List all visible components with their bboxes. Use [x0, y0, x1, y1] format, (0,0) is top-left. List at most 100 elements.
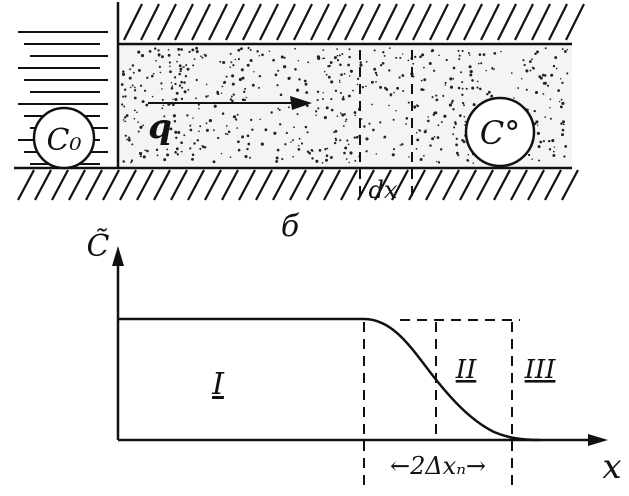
stipple-dot — [449, 85, 454, 89]
stipple-dot — [354, 114, 357, 117]
stipple-dot — [525, 69, 529, 73]
stipple-dot — [467, 52, 470, 54]
hatch-stroke — [548, 3, 568, 41]
stipple-dot — [467, 159, 470, 162]
stipple-dot — [176, 153, 179, 156]
stipple-dot — [323, 70, 326, 73]
stipple-dot — [205, 83, 208, 86]
hatch-stroke — [293, 3, 313, 41]
stipple-dot — [437, 124, 440, 127]
stipple-dot — [168, 61, 172, 64]
stipple-dot — [513, 97, 515, 99]
stipple-dot — [183, 90, 187, 94]
stipple-dot — [183, 66, 185, 68]
stipple-dot — [131, 84, 134, 87]
stipple-dot — [359, 61, 362, 64]
stipple-dot — [198, 107, 200, 110]
stipple-dot — [566, 72, 569, 75]
stipple-dot — [531, 158, 533, 160]
stipple-dot — [275, 156, 279, 160]
stipple-dot — [458, 58, 461, 61]
hatch-stroke — [17, 169, 35, 201]
stipple-dot — [183, 81, 186, 84]
stipple-dot — [205, 122, 208, 125]
stipple-dot — [442, 94, 445, 97]
stipple-dot — [247, 142, 251, 146]
stipple-dot — [237, 58, 240, 61]
stipple-dot — [343, 113, 346, 116]
stipple-dot — [533, 109, 536, 113]
stipple-dot — [304, 125, 308, 129]
hatch-stroke — [255, 169, 273, 201]
stipple-dot — [554, 56, 558, 60]
stipple-dot — [468, 65, 472, 69]
stipple-dot — [175, 91, 179, 95]
stipple-dot — [560, 133, 565, 137]
hatch-stroke — [51, 169, 69, 201]
stipple-dot — [449, 77, 453, 81]
hatch-stroke — [157, 3, 177, 41]
stipple-dot — [246, 147, 249, 151]
hatch-stroke — [85, 169, 103, 201]
stipple-dot — [189, 124, 192, 127]
stipple-dot — [298, 137, 301, 140]
stipple-dot — [278, 123, 282, 126]
stipple-dot — [560, 122, 563, 125]
stipple-dot — [458, 114, 462, 117]
stipple-dot — [185, 64, 188, 67]
zone-label-2: II — [455, 355, 477, 385]
stipple-dot — [213, 104, 217, 108]
stipple-dot — [535, 120, 539, 124]
stipple-dot — [281, 158, 284, 161]
stipple-dot — [395, 109, 397, 112]
stipple-dot — [444, 84, 447, 86]
stipple-dot — [139, 84, 143, 87]
stipple-dot — [423, 78, 427, 82]
stipple-dot — [232, 115, 237, 119]
concentration-profile — [118, 317, 541, 442]
stipple-dot — [339, 139, 342, 142]
stipple-dot — [510, 72, 513, 74]
stipple-dot — [221, 112, 225, 115]
stipple-dot — [125, 114, 129, 118]
stipple-dot — [461, 93, 464, 96]
stipple-dot — [290, 141, 292, 143]
stipple-dot — [431, 96, 434, 99]
stipple-dot — [195, 78, 198, 82]
stipple-dot — [128, 76, 132, 80]
stipple-dot — [180, 141, 183, 144]
hatch-stroke — [102, 169, 120, 201]
stipple-dot — [174, 82, 177, 86]
stipple-dot — [183, 134, 186, 137]
stipple-dot — [539, 76, 543, 80]
stipple-dot — [536, 50, 539, 54]
stipple-dot — [292, 155, 294, 158]
stipple-dot — [542, 140, 545, 143]
stipple-dot — [423, 130, 427, 134]
stipple-dot — [160, 121, 163, 124]
stipple-dot — [142, 124, 144, 127]
stipple-dot — [171, 85, 174, 87]
stipple-dot — [316, 90, 320, 93]
stipple-dot — [416, 131, 418, 134]
stipple-dot — [219, 60, 222, 63]
stipple-dot — [279, 93, 283, 97]
stipple-dot — [448, 103, 452, 107]
hatch-stroke — [153, 169, 171, 201]
stipple-dot — [232, 64, 235, 67]
stipple-dot — [179, 67, 183, 71]
stipple-dot — [336, 48, 338, 50]
stipple-dot — [247, 46, 250, 50]
stipple-dot — [226, 133, 229, 136]
stipple-dot — [347, 143, 350, 146]
stipple-dot — [338, 79, 341, 82]
stipple-dot — [532, 67, 535, 70]
stipple-dot — [229, 66, 232, 69]
stipple-dot — [166, 153, 170, 157]
stipple-dot — [333, 141, 337, 145]
stipple-dot — [365, 85, 367, 88]
stipple-dot — [558, 100, 561, 103]
stipple-dot — [123, 116, 127, 119]
stipple-dot — [270, 111, 273, 114]
stipple-dot — [338, 54, 341, 57]
